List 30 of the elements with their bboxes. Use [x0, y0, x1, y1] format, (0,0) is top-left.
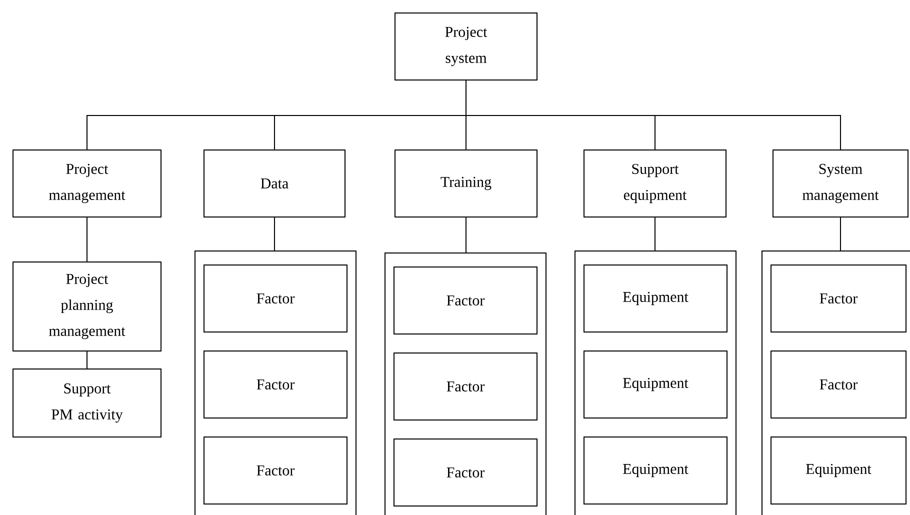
connector-line: [86, 351, 88, 369]
node-box: Factor: [204, 436, 348, 504]
node-box: Factor: [204, 264, 348, 332]
node-box: Equipment: [584, 436, 728, 504]
node-box: Support PM activity: [12, 368, 162, 438]
node-box: Factor: [394, 352, 538, 420]
node-box: Factor: [770, 350, 906, 418]
node-box: Equipment: [584, 264, 728, 332]
node-box: Training: [394, 150, 538, 218]
node-box: Factor: [204, 350, 348, 418]
connector-line: [466, 80, 841, 150]
node-box: Project planning management: [12, 262, 162, 352]
connector-line: [86, 217, 88, 262]
node-box: Project system: [394, 12, 538, 80]
node-box: Factor: [394, 438, 538, 506]
node-box: Factor: [394, 266, 538, 334]
connector-line: [654, 217, 656, 251]
connector-line: [840, 217, 841, 251]
node-box: Support equipment: [584, 150, 726, 218]
connector-line: [274, 217, 275, 251]
node-box: System management: [772, 150, 908, 218]
group-frame: [574, 250, 736, 515]
group-frame: [194, 250, 356, 515]
group-frame: [384, 252, 546, 515]
node-box: Data: [204, 150, 346, 218]
node-box: Factor: [770, 264, 906, 332]
group-frame: [762, 250, 910, 515]
node-box: Equipment: [584, 350, 728, 418]
node-box: Project management: [12, 150, 162, 218]
node-box: Equipment: [770, 436, 906, 504]
